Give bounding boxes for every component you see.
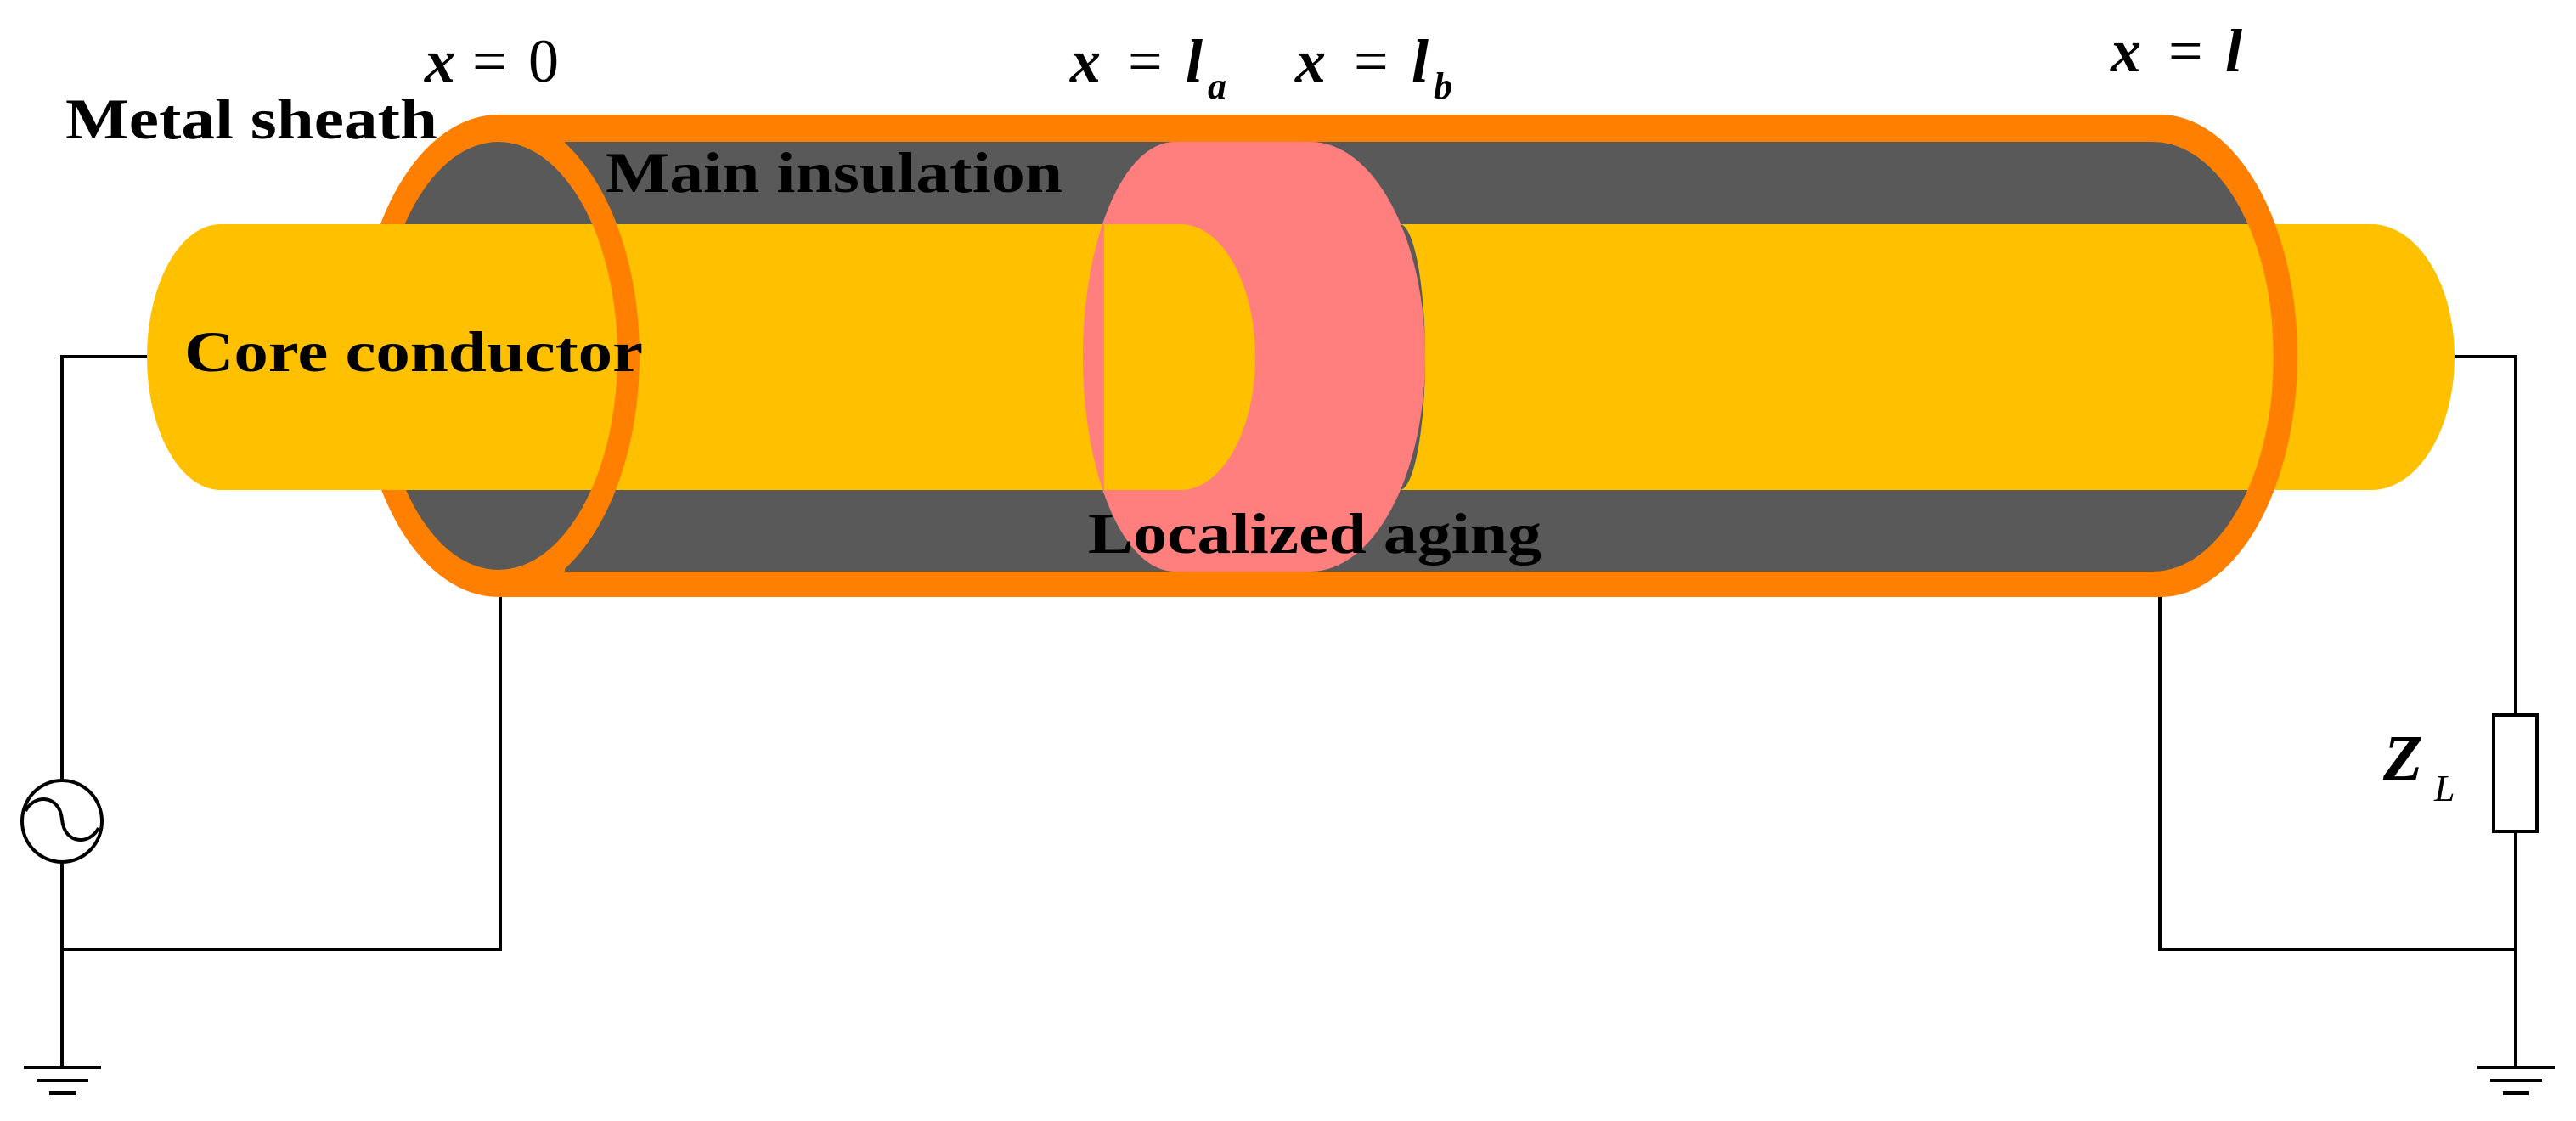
svg-text:=: =	[1128, 27, 1163, 95]
circuit-wires	[60, 355, 2517, 1067]
svg-text:=: =	[472, 27, 507, 95]
core-conductor-left	[147, 224, 1255, 490]
svg-text:x: x	[1069, 27, 1101, 95]
svg-text:l: l	[1186, 27, 1203, 95]
svg-text:l: l	[2225, 17, 2242, 85]
svg-text:l: l	[1412, 27, 1429, 95]
label-core-conductor: Core conductor	[184, 319, 643, 384]
svg-text:=: =	[2168, 17, 2203, 85]
svg-text:=: =	[1354, 27, 1389, 95]
load-impedance-resistor	[2492, 713, 2539, 833]
metal-sheath-left-rim	[499, 115, 640, 597]
metal-sheath-right-rim-front	[2251, 224, 2296, 490]
wire-core-right	[2453, 355, 2517, 715]
label-localized-aging: Localized aging	[1088, 501, 1542, 566]
ground-icon-right	[2477, 1066, 2555, 1095]
position-x-equals-la: x = l a	[1069, 27, 1226, 107]
svg-text:L: L	[2433, 768, 2455, 809]
wire-core-left	[60, 355, 147, 781]
svg-text:x: x	[424, 27, 455, 95]
ac-source-icon	[20, 779, 104, 864]
svg-text:b: b	[1434, 65, 1452, 107]
svg-text:x: x	[2110, 17, 2141, 85]
position-x-equals-l: x = l	[2110, 17, 2242, 85]
position-x-equals-lb: x = l b	[1294, 27, 1452, 107]
label-main-insulation: Main insulation	[606, 140, 1063, 205]
core-conductor-right	[1400, 224, 2455, 490]
wire-sheath-right	[2158, 597, 2516, 951]
label-metal-sheath: Metal sheath	[65, 87, 437, 151]
ground-icon-left	[24, 1066, 101, 1095]
position-x-equals-0: x = 0	[424, 27, 559, 95]
svg-text:Z: Z	[2382, 723, 2422, 794]
wire-sheath-left	[62, 597, 502, 951]
load-impedance-label: Z L	[2382, 723, 2455, 809]
svg-text:a: a	[1208, 65, 1226, 107]
svg-text:0: 0	[528, 27, 559, 95]
svg-text:x: x	[1294, 27, 1326, 95]
core-conductor-left-end	[1104, 224, 1255, 490]
